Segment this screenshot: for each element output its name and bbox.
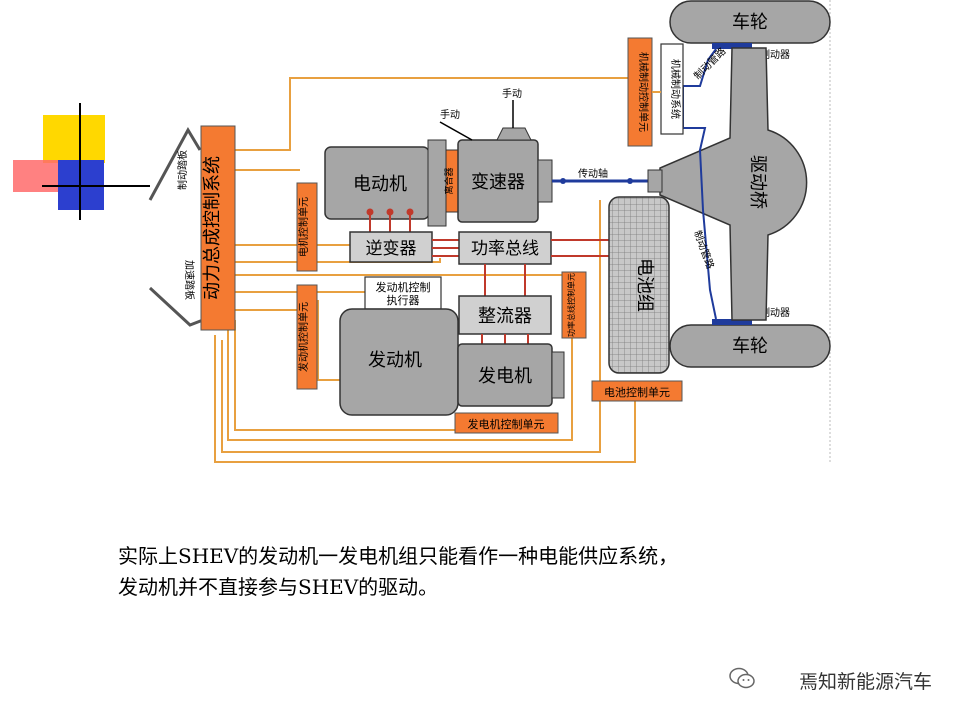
engine-actuator-box xyxy=(364,276,442,310)
power-bus-box xyxy=(458,231,552,265)
battery-ctrl-label: 电池控制单元 xyxy=(604,385,670,399)
mech-brake-system-label: 机械制动系统 xyxy=(669,59,682,119)
clutch-label: 离合器 xyxy=(443,167,455,194)
inverter-box xyxy=(349,231,433,263)
watermark-text: 焉知新能源汽车 xyxy=(798,671,932,693)
motor-ctrl-label: 电机控制单元 xyxy=(297,197,310,257)
generator-ctrl-box xyxy=(454,412,559,434)
inverter-label: 逆变器 xyxy=(366,239,417,259)
motor-label: 电动机 xyxy=(353,174,407,195)
motor-inverter-wires xyxy=(366,208,414,232)
rectifier-box xyxy=(458,295,552,335)
brake-top xyxy=(712,43,752,49)
brake-pipe-top-label: 制动管路 xyxy=(691,45,728,82)
wheel-top-label: 车轮 xyxy=(732,12,768,33)
manual-label-1: 手动 xyxy=(440,108,460,121)
brake-pedal-label: 制动踏板 xyxy=(176,150,189,190)
drive-shaft-label: 传动轴 xyxy=(578,167,608,180)
wheel-bottom-label: 车轮 xyxy=(732,336,768,357)
drive-axle-label: 驱动桥 xyxy=(747,155,768,209)
brake-bottom-label: 制动器 xyxy=(760,306,790,319)
mech-brake-system-box xyxy=(660,43,684,135)
caption-line-1: 实际上SHEV的发动机一发电机组只能看作一种电能供应系统， xyxy=(118,544,679,568)
power-bus-label: 功率总线 xyxy=(471,239,539,259)
control-wires xyxy=(214,77,636,463)
engine-ctrl-label: 发动机控制单元 xyxy=(297,302,310,372)
caption-line-2: 发动机并不直接参与SHEV的驱动。 xyxy=(118,575,439,599)
rectifier-label: 整流器 xyxy=(478,306,532,327)
engine-actuator-label: 发动机控制执行器 xyxy=(376,280,431,307)
brake-bottom xyxy=(712,319,752,325)
manual-label-2: 手动 xyxy=(502,87,522,100)
pedals xyxy=(148,126,204,327)
battery-box xyxy=(608,196,670,374)
engine-label: 发动机 xyxy=(368,350,422,371)
generator-label: 发电机 xyxy=(478,366,532,387)
brake-pipe-bottom-label: 制动管路 xyxy=(691,229,717,271)
powertrain-ctrl-label: 动力总成控制系统 xyxy=(202,156,223,300)
mech-brake-ctrl-label: 机械制动控制单元 xyxy=(637,52,650,132)
battery-ctrl-box xyxy=(591,380,683,402)
drive-axle-shape xyxy=(659,47,808,321)
power-bus-ctrl-box xyxy=(561,271,587,339)
powertrain-ctrl-box xyxy=(200,125,236,331)
battery-label: 电池组 xyxy=(634,258,655,312)
engine-actuator-line: 发动机控制 xyxy=(376,280,431,294)
brake-top-label: 制动器 xyxy=(760,48,790,61)
gearbox-label: 变速器 xyxy=(471,172,525,193)
power-bus-ctrl-label: 功率总线控制单元 xyxy=(566,273,576,337)
decorative-logo xyxy=(13,103,150,220)
generator-ctrl-label: 发电机控制单元 xyxy=(468,417,545,431)
motor-ctrl-box xyxy=(296,182,318,272)
engine-ctrl-box xyxy=(296,284,318,390)
accel-pedal-label: 加速踏板 xyxy=(183,260,196,300)
mech-brake-ctrl-box xyxy=(627,37,653,147)
wechat-icon xyxy=(729,667,755,689)
